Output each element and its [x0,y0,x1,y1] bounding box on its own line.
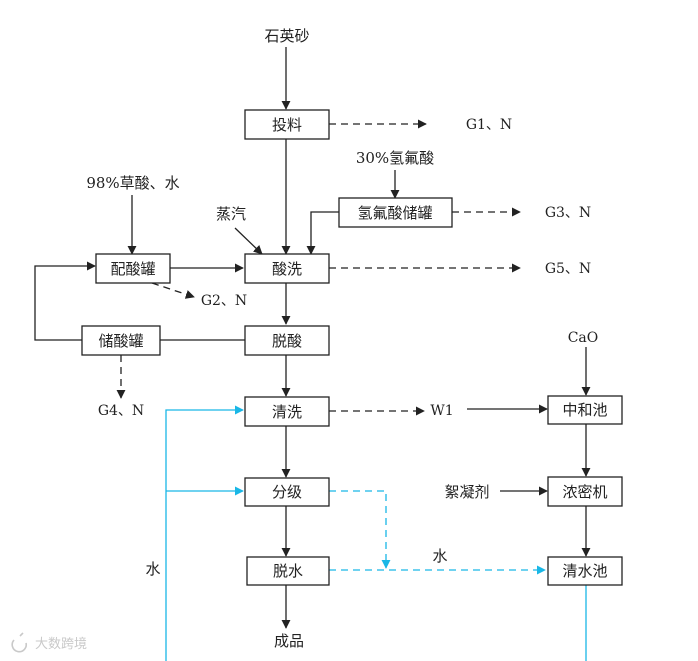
label-g3: G3、N [545,205,591,221]
node-acid-wash: 酸洗 [244,253,330,284]
label-w1: W1 [430,403,453,419]
label-g2: G2、N [201,293,247,309]
node-dewater: 脱水 [246,556,330,586]
node-deacid-label: 脱酸 [272,332,302,350]
label-g4: G4、N [98,403,144,419]
label-product: 成品 [274,632,304,650]
label-water-left: 水 [145,560,160,578]
node-acid-wash-label: 酸洗 [272,260,302,278]
node-clear-pool: 清水池 [547,556,623,586]
watermark: 大数跨境 [11,632,87,653]
node-feed-label: 投料 [272,116,302,134]
water-line-to-rinse [165,405,244,661]
node-thickener-label: 浓密机 [562,483,607,501]
label-cao: CaO [568,330,599,346]
node-rinse: 清洗 [244,396,330,427]
label-flocculant: 絮凝剂 [444,483,489,501]
node-feed: 投料 [244,109,330,140]
node-neutral: 中和池 [547,395,623,425]
label-g5: G5、N [545,261,591,277]
node-thickener: 浓密机 [547,476,623,507]
node-grade-label: 分级 [272,483,302,501]
node-grade: 分级 [244,477,330,507]
node-hf-tank-label: 氢氟酸储罐 [357,204,432,222]
node-mix-tank: 配酸罐 [95,253,171,284]
node-rinse-label: 清洗 [272,403,302,421]
watermark-text: 大数跨境 [35,637,87,652]
label-quartz-sand: 石英砂 [264,27,309,45]
label-g1: G1、N [466,117,512,133]
node-neutral-label: 中和池 [562,401,607,419]
label-oxalic-water: 98%草酸、水 [86,174,179,192]
water-dash-grade-to-sump [329,490,391,569]
node-store-tank: 储酸罐 [81,325,161,356]
arrow-store-tank-to-mix-tank [34,261,96,341]
watermark-logo-icon [11,632,27,653]
label-steam: 蒸汽 [216,205,246,223]
arrow-steam-to-acid-wash [234,227,263,255]
node-dewater-label: 脱水 [273,562,303,580]
node-mix-tank-label: 配酸罐 [110,260,155,278]
label-hf-30: 30%氢氟酸 [356,149,434,167]
dash-mix-tank-to-g2 [151,282,195,299]
node-store-tank-label: 储酸罐 [98,332,143,350]
arrow-hf-tank-to-acid-wash [306,211,339,255]
node-clear-pool-label: 清水池 [562,562,607,580]
node-deacid: 脱酸 [244,325,330,356]
label-water-mid: 水 [432,547,447,565]
node-hf-tank: 氢氟酸储罐 [338,197,453,228]
